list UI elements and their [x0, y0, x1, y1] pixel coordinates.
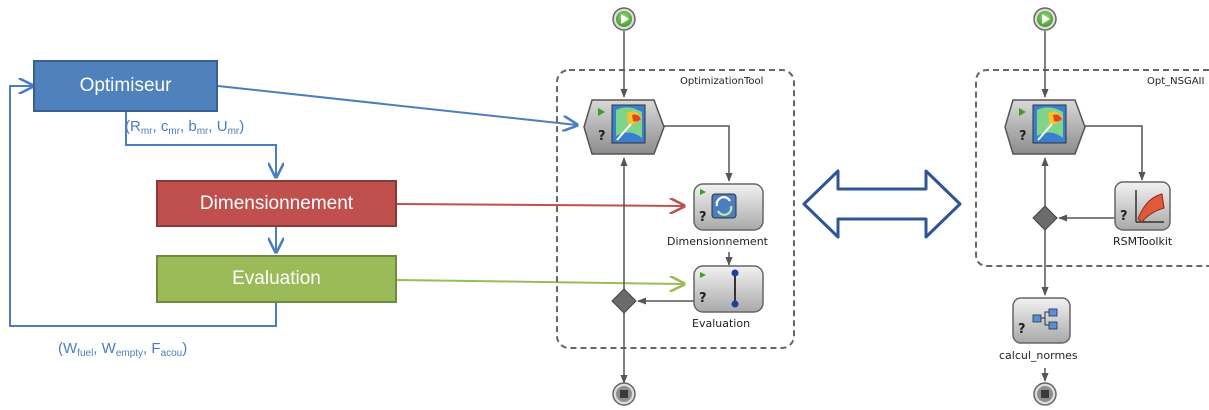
- eval-badge: ?: [699, 291, 707, 306]
- workflow-optimizationtool: [556, 7, 795, 406]
- optimizer-node[interactable]: [583, 99, 665, 155]
- rsm-badge: ?: [1120, 209, 1128, 224]
- calcul-normes-node[interactable]: [1012, 297, 1071, 344]
- equivalence-arrow: [802, 169, 962, 239]
- play-icon: [621, 14, 629, 24]
- optimiseur-block: Optimiseur: [33, 60, 218, 112]
- workflow-opt-nsgaii: [975, 7, 1209, 406]
- decision-diamond[interactable]: [1032, 205, 1058, 231]
- calc-badge: ?: [1018, 322, 1026, 337]
- dimensionnement-block: Dimensionnement: [156, 180, 397, 227]
- optimizer-node[interactable]: [1004, 99, 1086, 155]
- connector-icon: [731, 269, 739, 308]
- mini-play-icon: [598, 108, 605, 116]
- mini-play-icon: [700, 189, 706, 195]
- optimiseur-to-dimensionnement-line: [125, 112, 276, 177]
- optimiseur-label: Optimiseur: [79, 75, 172, 96]
- optimizer-badge-b: ?: [1019, 129, 1027, 144]
- dimensionnement-label: Dimensionnement: [199, 192, 354, 214]
- optimiseur-link-arrow: [217, 85, 577, 125]
- node-label-rsmtoolkit: RSMToolkit: [1113, 235, 1173, 248]
- dim-badge: ?: [699, 210, 707, 225]
- sync-icon: [711, 193, 737, 219]
- left-flow: [9, 86, 277, 327]
- mini-play-icon: [1019, 108, 1026, 116]
- feedback-loop-line: [9, 86, 277, 327]
- rsmtoolkit-node[interactable]: [1114, 181, 1171, 231]
- group-label-optimizationtool: OptimizationTool: [680, 76, 764, 87]
- design-variables-label: (Rmr, cmr, bmr, Umr): [125, 118, 245, 137]
- group-box-opt-nsgaii: [975, 69, 1209, 267]
- play-icon: [1042, 14, 1050, 24]
- stop-icon: [1041, 390, 1049, 398]
- group-box-optimizationtool: [556, 69, 795, 349]
- surface-plot-icon: [1135, 190, 1165, 223]
- group-label-opt-nsgaii: Opt_NSGAII: [1147, 76, 1205, 87]
- stop-node[interactable]: [1033, 382, 1057, 406]
- optimizer-to-dim-edge: [654, 125, 733, 182]
- tree-icon: [1032, 308, 1058, 330]
- evaluation-block: Evaluation: [156, 255, 397, 303]
- dimensionnement-node[interactable]: [693, 183, 764, 231]
- decision-diamond[interactable]: [611, 288, 637, 314]
- evaluation-label: Evaluation: [232, 268, 321, 289]
- start-node[interactable]: [612, 7, 636, 31]
- node-label-evaluation: Evaluation: [692, 317, 751, 330]
- node-label-dimensionnement: Dimensionnement: [667, 235, 768, 248]
- evaluation-node[interactable]: [693, 265, 764, 313]
- outputs-label: (Wfuel, Wempty, Facou): [58, 340, 188, 359]
- start-node[interactable]: [1033, 7, 1057, 31]
- stop-icon: [620, 390, 628, 398]
- stop-node[interactable]: [612, 382, 636, 406]
- optimizer-to-rsm-edge: [1075, 125, 1146, 181]
- dimensionnement-link-arrow: [396, 204, 684, 206]
- evaluation-link-arrow: [396, 280, 684, 284]
- optimizer-badge-a: ?: [598, 129, 606, 144]
- node-label-calcul-normes: calcul_normes: [999, 349, 1078, 362]
- mini-play-icon: [700, 272, 706, 278]
